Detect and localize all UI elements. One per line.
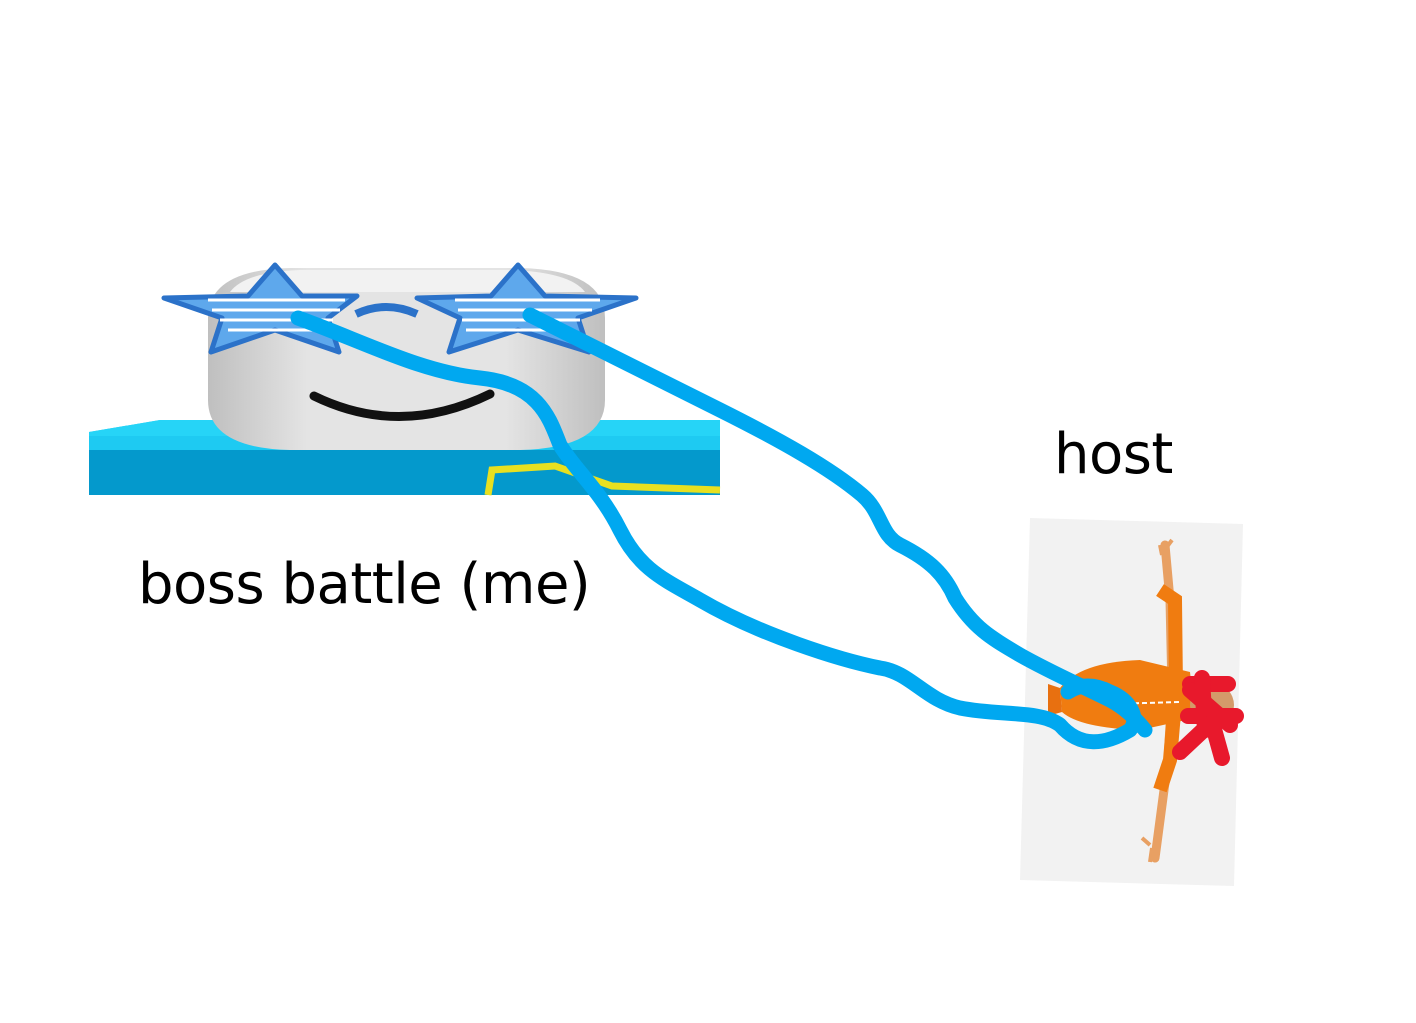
boss-avatar xyxy=(89,262,721,496)
boss-label: boss battle (me) xyxy=(138,552,591,617)
smile-icon xyxy=(309,389,495,421)
laser-beams xyxy=(290,307,1153,750)
laser-beam-right xyxy=(522,307,1153,738)
laser-beam-left xyxy=(290,310,1142,750)
host-label: host xyxy=(1054,422,1173,487)
red-scribble-icon xyxy=(1172,670,1244,766)
